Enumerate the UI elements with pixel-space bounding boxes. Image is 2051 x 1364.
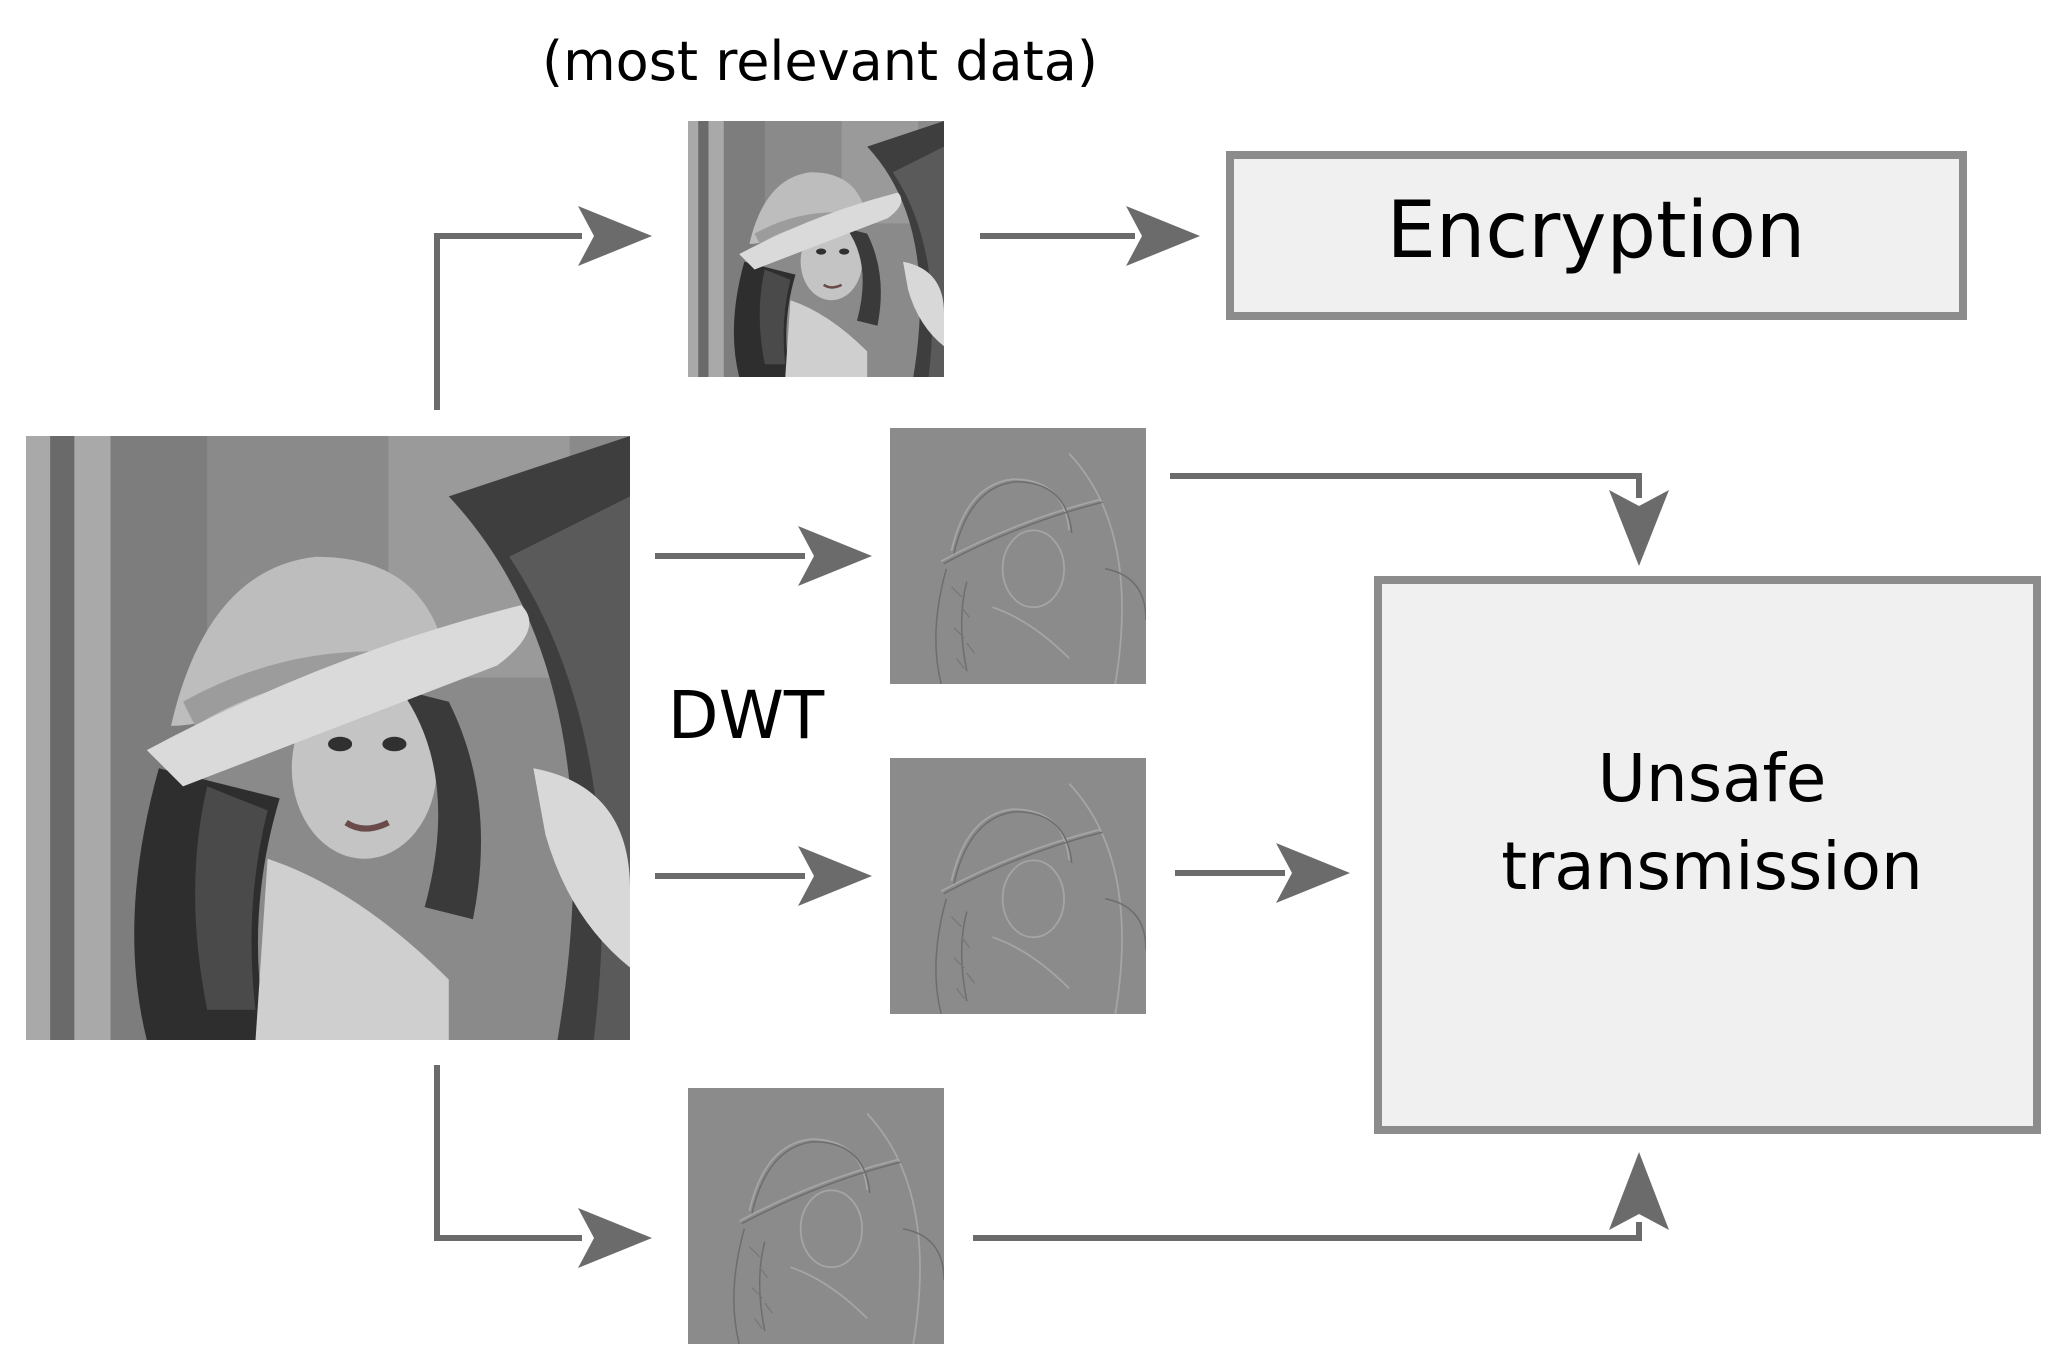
arrowhead-transmission-bottom: [1609, 1152, 1669, 1230]
detail-image-2: [890, 758, 1146, 1014]
arrowhead-detail-2: [798, 846, 872, 906]
connector-to-approximation: [434, 233, 582, 410]
arrowhead-transmission-top: [1609, 490, 1669, 566]
encryption-box: [1226, 151, 1967, 320]
connector-detail-3-to-transmission: [973, 1222, 1642, 1241]
connector-to-detail-3: [434, 1065, 582, 1241]
most-relevant-data-label: (most relevant data): [542, 30, 1098, 93]
detail-image-3: [688, 1088, 944, 1344]
detail-image-1: [890, 428, 1146, 684]
arrowhead-transmission-right: [1276, 843, 1350, 903]
encryption-label: Encryption: [1387, 186, 1806, 276]
arrowhead-approximation: [578, 206, 652, 266]
unsafe-label: Unsafe: [1598, 740, 1827, 817]
unsafe-transmission-box: [1374, 576, 2041, 1134]
arrowhead-detail-3: [578, 1208, 652, 1268]
connector-detail-1-to-transmission: [1170, 473, 1642, 498]
arrowhead-detail-1: [798, 526, 872, 586]
approximation-image: [688, 121, 944, 377]
transmission-label: transmission: [1501, 828, 1923, 905]
arrowhead-encryption: [1126, 206, 1200, 266]
dwt-label: DWT: [668, 677, 825, 754]
original-image: [26, 436, 630, 1040]
